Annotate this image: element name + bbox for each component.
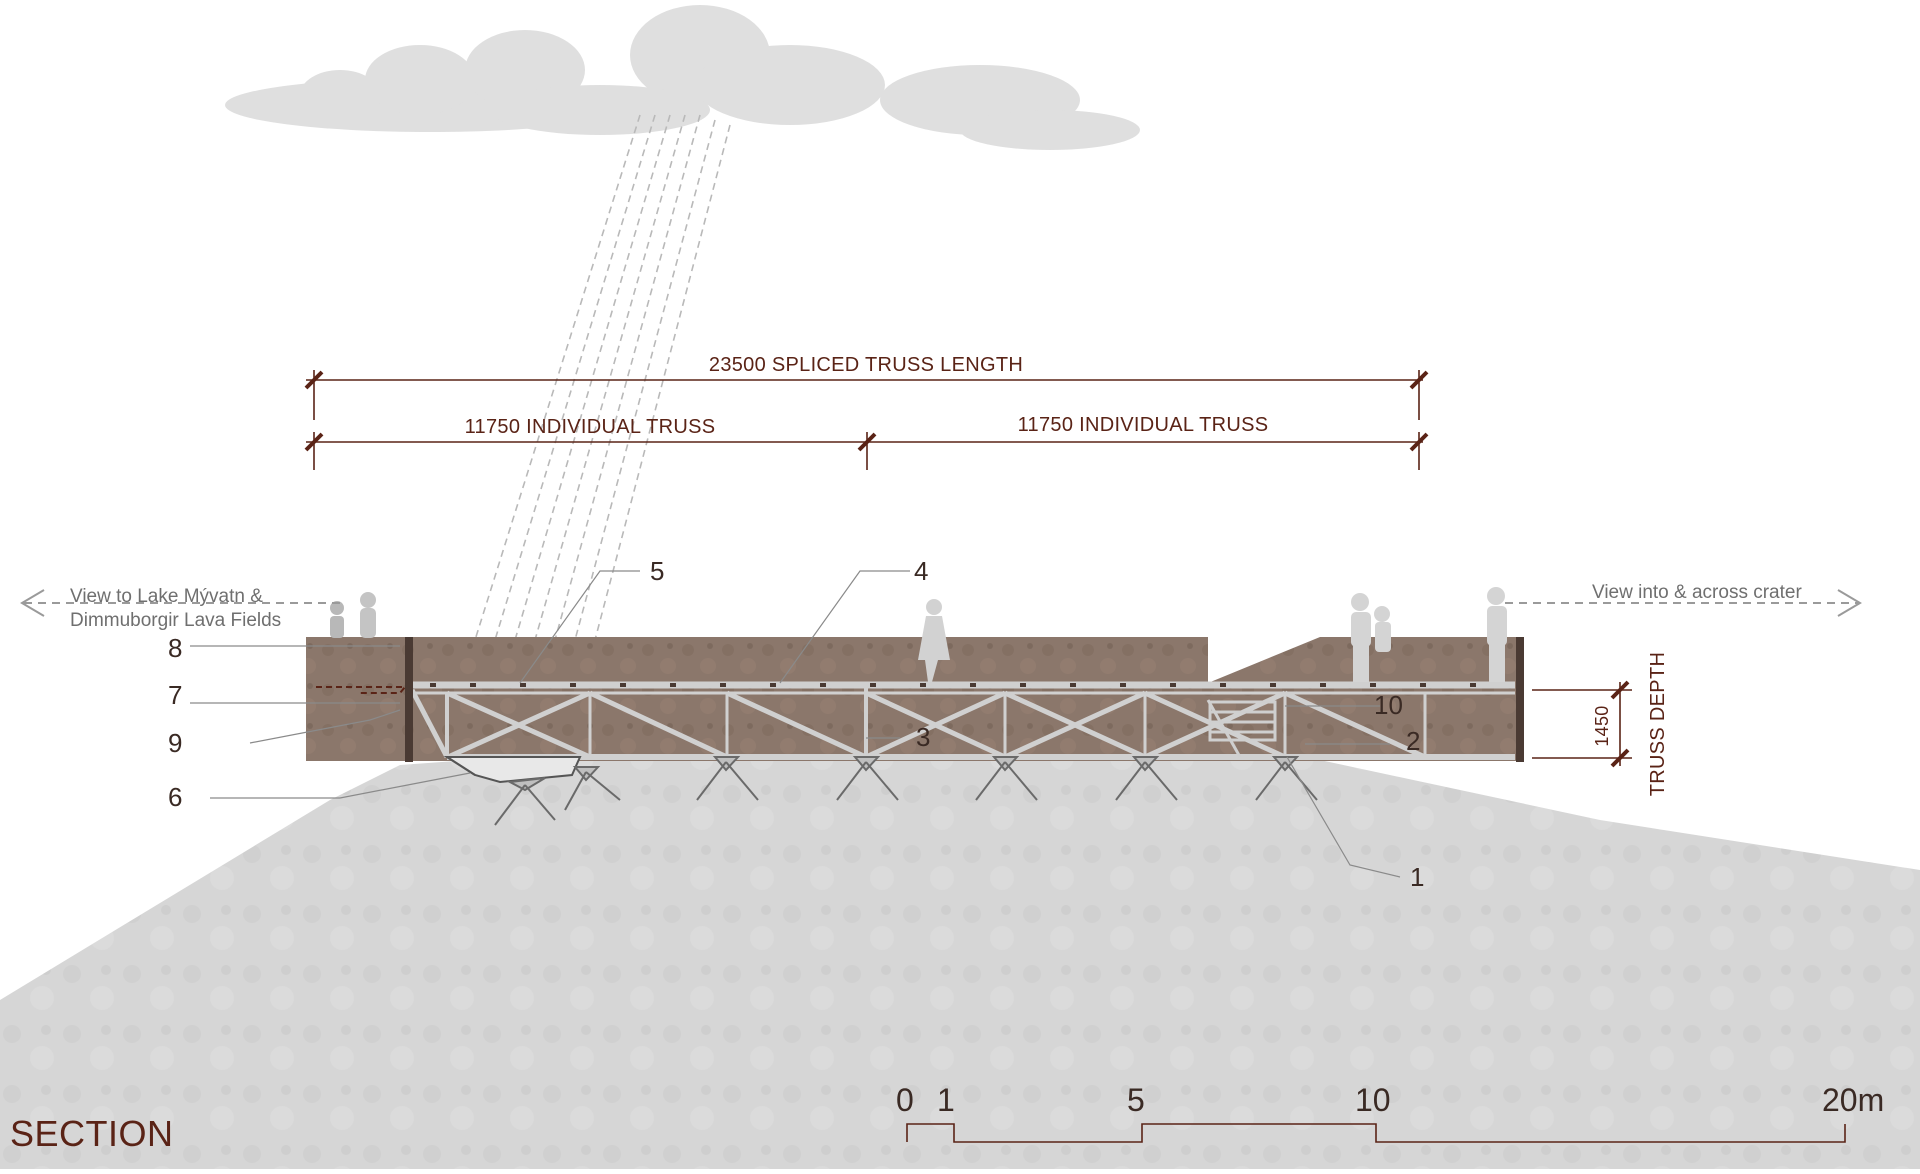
view-left-line2: Dimmuborgir Lava Fields <box>70 610 281 631</box>
scale-label-5: 5 <box>1127 1082 1145 1118</box>
person-silhouette-center <box>918 599 950 682</box>
callout-4: 4 <box>914 556 928 586</box>
left-end-post <box>405 637 413 762</box>
rain-lines <box>474 114 731 641</box>
rust-backdrop-panel <box>412 637 1520 761</box>
dim-overall-label: 23500 SPLICED TRUSS LENGTH <box>709 354 1023 376</box>
scale-label-20m: 20m <box>1822 1082 1884 1118</box>
view-right-label: View into & across crater <box>1592 582 1802 603</box>
callout-8: 8 <box>168 633 182 663</box>
ground-section <box>0 760 1920 1169</box>
truss <box>409 681 1515 760</box>
stair-element <box>1206 699 1277 758</box>
right-end-post <box>1516 637 1524 762</box>
person-silhouette-left-2 <box>360 592 376 638</box>
left-walkway-edge <box>316 686 408 694</box>
view-arrow-right <box>1505 589 1862 617</box>
scale-label-10: 10 <box>1355 1082 1391 1118</box>
dim-left-truss-label: 11750 INDIVIDUAL TRUSS <box>465 416 716 438</box>
callout-6: 6 <box>168 782 182 812</box>
cloud-icon <box>225 5 1140 150</box>
callout-7: 7 <box>168 680 182 710</box>
person-silhouette-right-2 <box>1487 587 1507 682</box>
callout-3: 3 <box>916 722 930 752</box>
view-left-line1: View to Lake Mývatn & <box>70 586 263 607</box>
scale-bar <box>906 1123 1846 1143</box>
dimension-individual <box>304 432 1429 470</box>
dim-depth-label: TRUSS DEPTH <box>1647 652 1669 796</box>
scale-label-0: 0 <box>896 1082 914 1118</box>
deck-boards <box>430 683 1476 687</box>
dimension-overall <box>304 370 1429 420</box>
callout-5: 5 <box>650 556 664 586</box>
drawing-title: SECTION <box>10 1113 174 1154</box>
left-earth-block <box>306 637 412 761</box>
callout-9: 9 <box>168 728 182 758</box>
scale-label-1: 1 <box>937 1082 955 1118</box>
person-silhouette-right-1 <box>1351 593 1391 682</box>
person-silhouette-left-1 <box>330 601 344 638</box>
callout-2: 2 <box>1406 726 1420 756</box>
dim-depth-value: 1450 <box>1592 705 1612 746</box>
dimension-depth <box>1532 680 1632 768</box>
callout-10: 10 <box>1374 690 1403 720</box>
view-arrow-left <box>20 589 345 617</box>
callout-leaders <box>190 570 1401 878</box>
dim-right-truss-label: 11750 INDIVIDUAL TRUSS <box>1018 414 1269 436</box>
callout-1: 1 <box>1410 862 1424 892</box>
